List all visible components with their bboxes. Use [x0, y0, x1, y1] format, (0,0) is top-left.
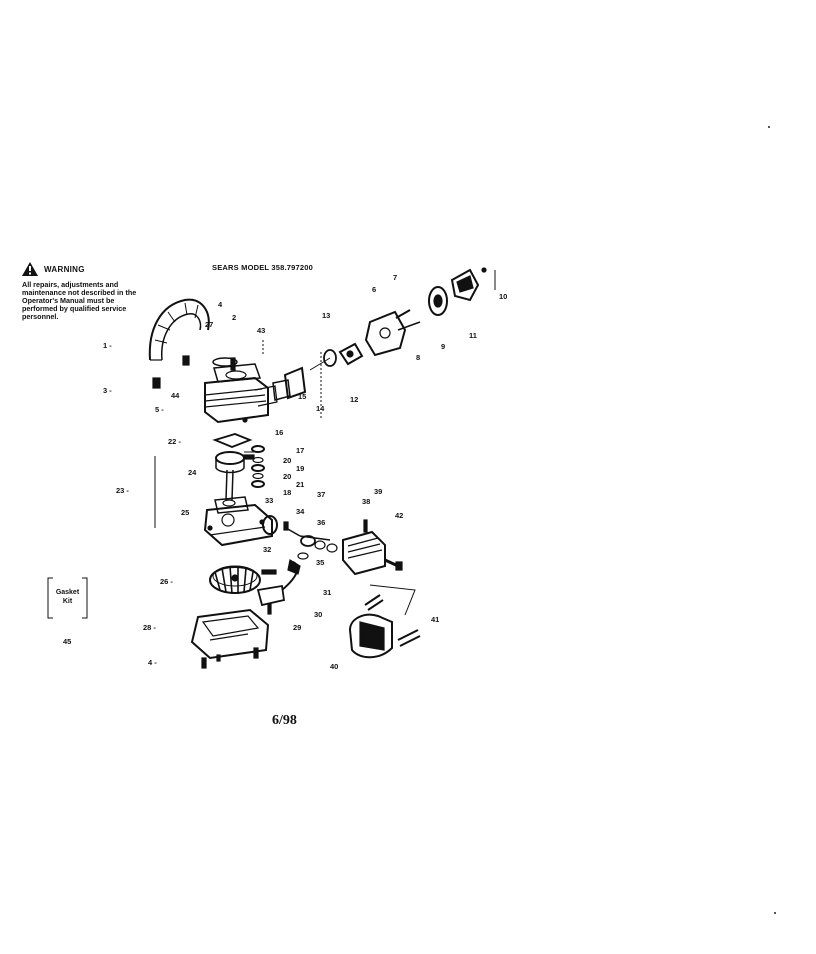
callout-42: 42	[395, 511, 404, 520]
part-air-boot	[148, 298, 210, 361]
part-crank-small	[262, 515, 338, 560]
part-piston	[215, 451, 256, 507]
gasket-kit-line2: Kit	[62, 598, 73, 605]
part-crankcase	[203, 496, 273, 547]
callout-16: 16	[275, 428, 284, 437]
model-title: SEARS MODEL 358.797200	[212, 263, 313, 272]
callout-38: 38	[362, 497, 371, 506]
callout-20a: 20	[283, 456, 292, 465]
callout-22: 22 -	[168, 437, 181, 446]
callout-10: 10	[499, 292, 508, 301]
warning-title: WARNING	[44, 264, 85, 274]
callout-20b: 20	[283, 472, 292, 481]
callout-33: 33	[265, 496, 274, 505]
callout-28: 28 -	[143, 623, 156, 632]
callout-24: 24	[188, 468, 197, 477]
callout-4: 4	[218, 300, 223, 309]
scan-speck	[768, 126, 770, 128]
callout-19: 19	[296, 464, 305, 473]
callout-25: 25	[181, 508, 190, 517]
callout-13: 13	[322, 311, 331, 320]
warning-header: WARNING	[22, 262, 85, 276]
callout-17: 17	[296, 446, 305, 455]
callout-3: 3 -	[103, 386, 112, 395]
callout-41: 41	[431, 615, 440, 624]
part-muffler	[342, 519, 386, 576]
callout-27: 27	[205, 320, 214, 329]
warning-text: All repairs, adjustments and maintenance…	[22, 280, 137, 321]
footer-date: 6/98	[272, 713, 297, 728]
callout-1: 1 -	[103, 341, 112, 350]
callout-8: 8	[416, 353, 421, 362]
callout-30: 30	[314, 610, 323, 619]
callout-12: 12	[350, 395, 359, 404]
warning-triangle-icon	[22, 262, 38, 276]
callout-15: 15	[298, 392, 307, 401]
callout-36b: 36	[317, 518, 326, 527]
gasket-kit-bracket: Gasket Kit	[47, 577, 88, 619]
callout-40: 40	[330, 662, 339, 671]
callout-34: 34	[296, 507, 305, 516]
callout-21: 21	[296, 480, 305, 489]
callout-9: 9	[441, 342, 446, 351]
callout-29: 29	[293, 623, 302, 632]
callout-14: 14	[316, 404, 325, 413]
part-air-cover	[450, 268, 480, 302]
part-carburetor	[272, 342, 364, 401]
callout-44: 44	[171, 391, 180, 400]
part-flywheel	[209, 565, 261, 595]
part-air-cleaner-body	[364, 309, 421, 357]
callout-7: 7	[393, 273, 398, 282]
callout-4b: 4 -	[148, 658, 157, 667]
part-housing	[190, 608, 270, 669]
part-filter	[428, 286, 448, 316]
callout-35: 35	[316, 558, 325, 567]
gasket-kit-line1: Gasket	[55, 589, 80, 596]
part-ignition	[256, 559, 301, 615]
part-spark-plug	[384, 558, 403, 571]
part-cover	[348, 594, 421, 659]
callout-23: 23 -	[116, 486, 129, 495]
part-rings	[251, 445, 265, 488]
callout-11: 11	[469, 331, 477, 340]
callout-37: 37	[317, 490, 326, 499]
callout-2: 2	[232, 313, 237, 322]
callout-26: 26 -	[160, 577, 173, 586]
callout-31: 31	[323, 588, 332, 597]
callout-39: 39	[374, 487, 383, 496]
callout-43: 43	[257, 326, 266, 335]
callout-18: 18	[283, 488, 292, 497]
gasket-kit-number: 45	[63, 637, 72, 646]
scan-speck	[774, 912, 776, 914]
callout-5: 5 -	[155, 405, 164, 414]
callout-32: 32	[263, 545, 272, 554]
part-cylinder	[204, 357, 278, 424]
callout-6: 6	[372, 285, 377, 294]
